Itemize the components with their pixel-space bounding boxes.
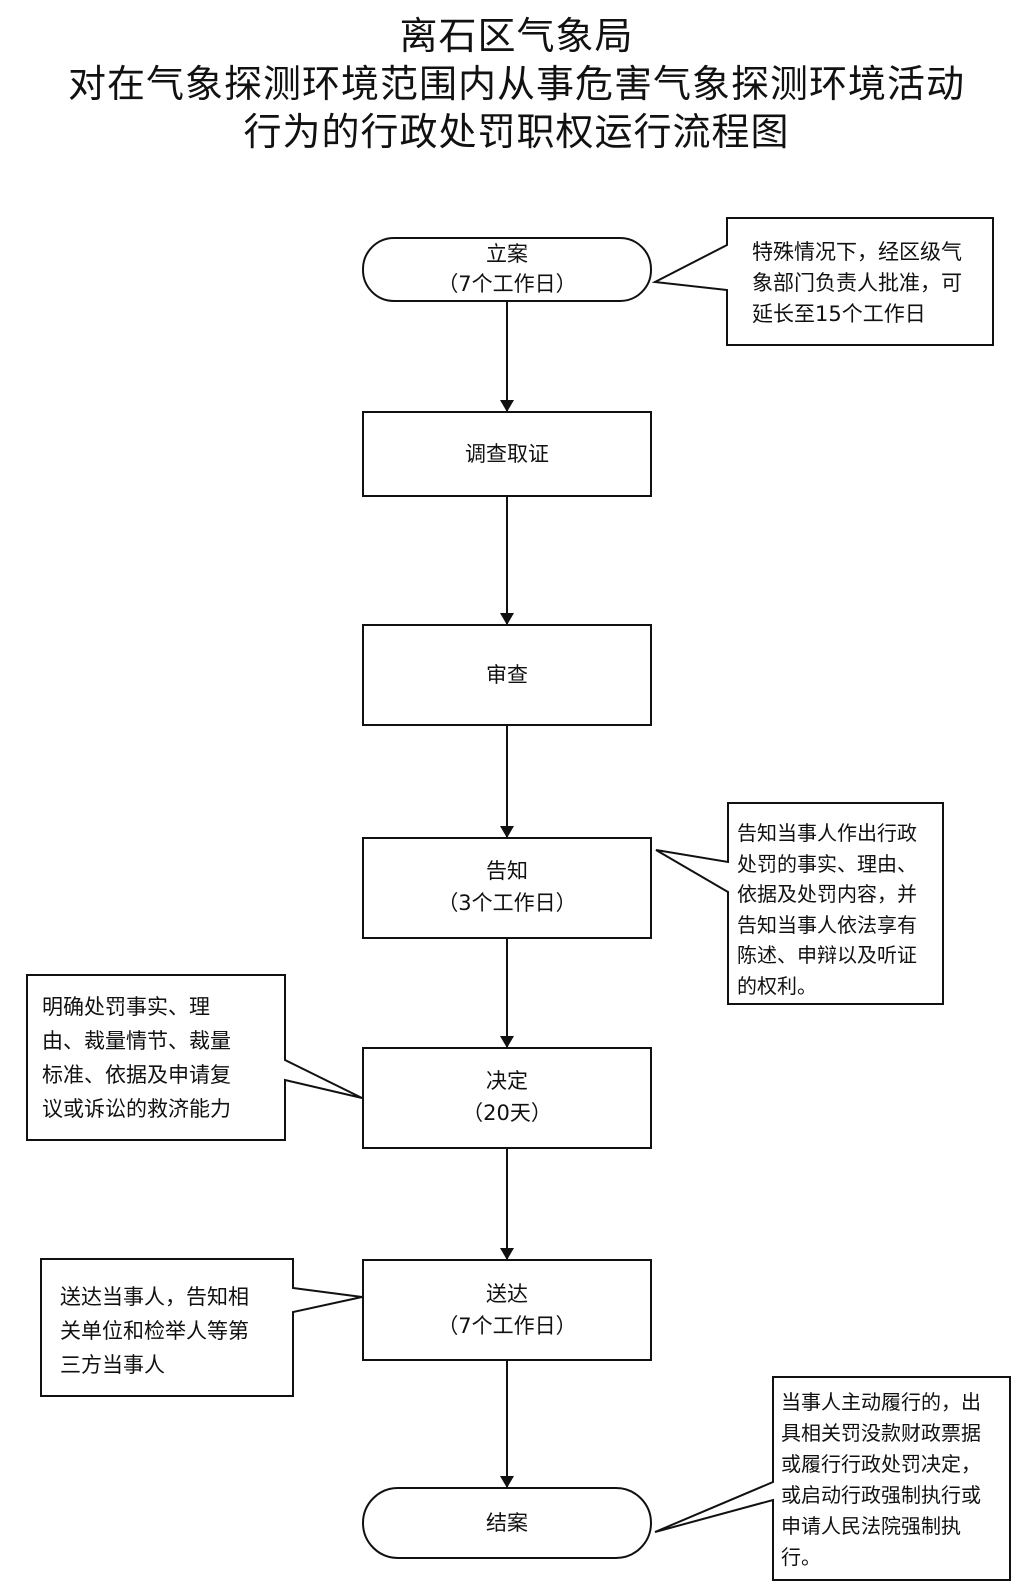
node-filing-label: 立案: [486, 242, 528, 266]
callout-line: 由、裁量情节、裁量: [42, 1029, 231, 1053]
callout-line: 三方当事人: [60, 1353, 165, 1377]
node-decision-shape: [362, 1047, 652, 1149]
node-review-label: 审查: [486, 663, 528, 687]
callout-decision-shape: [26, 974, 363, 1141]
title-line-2: 对在气象探测环境范围内从事危害气象探测环境活动: [67, 62, 965, 106]
callout-filing-shape: [651, 217, 994, 346]
node-filing-time: （7个工作日）: [437, 272, 577, 296]
callout-filing: 特殊情况下，经区级气 象部门负责人批准，可 延长至15个工作日: [752, 237, 984, 330]
callout-line: 具相关罚没款财政票据: [781, 1421, 981, 1445]
callout-delivery: 送达当事人，告知相 关单位和检举人等第 三方当事人: [60, 1280, 290, 1382]
node-notice-label: 告知: [486, 859, 528, 883]
callout-closing: 当事人主动履行的，出 具相关罚没款财政票据 或履行行政处罚决定， 或启动行政强制…: [781, 1387, 1007, 1573]
node-notice: 告知 （3个工作日）: [363, 855, 651, 919]
node-review: 审查: [363, 659, 651, 691]
callout-line: 延长至15个工作日: [752, 302, 926, 326]
callout-line: 的权利。: [737, 973, 817, 998]
callout-line: 明确处罚事实、理: [42, 995, 210, 1019]
callout-line: 处罚的事实、理由、: [737, 851, 917, 876]
callout-notice: 告知当事人作出行政 处罚的事实、理由、 依据及处罚内容，并 告知当事人依法享有 …: [737, 818, 939, 1001]
node-filing: 立案 （7个工作日）: [363, 239, 651, 299]
callout-line: 关单位和检举人等第: [60, 1319, 249, 1343]
node-delivery: 送达 （7个工作日）: [363, 1278, 651, 1342]
callout-line: 当事人主动履行的，出: [781, 1390, 981, 1414]
callout-line: 特殊情况下，经区级气: [752, 240, 962, 264]
callout-line: 象部门负责人批准，可: [752, 271, 962, 295]
callout-line: 依据及处罚内容，并: [737, 882, 917, 906]
callout-line: 陈述、申辩以及听证: [737, 943, 917, 967]
callout-line: 行。: [781, 1545, 821, 1569]
callout-line: 申请人民法院强制执: [781, 1514, 961, 1538]
callout-notice-shape: [655, 802, 944, 1005]
callout-line: 标准、依据及申请复: [42, 1063, 231, 1087]
node-investigation-label: 调查取证: [465, 442, 549, 466]
node-closing-label: 结案: [486, 1511, 528, 1535]
callout-decision: 明确处罚事实、理 由、裁量情节、裁量 标准、依据及申请复 议或诉讼的救济能力: [42, 990, 278, 1126]
node-decision-label: 决定: [486, 1069, 528, 1093]
node-decision: 决定 （20天）: [363, 1065, 651, 1129]
node-delivery-time: （7个工作日）: [437, 1314, 577, 1338]
node-delivery-label: 送达: [486, 1282, 528, 1306]
node-closing: 结案: [363, 1507, 651, 1539]
node-closing-shape: [362, 1487, 652, 1559]
callout-delivery-shape: [40, 1258, 363, 1397]
node-investigation-shape: [362, 411, 652, 497]
callout-line: 议或诉讼的救济能力: [42, 1097, 231, 1121]
node-notice-shape: [362, 837, 652, 939]
node-investigation: 调查取证: [363, 438, 651, 470]
node-notice-time: （3个工作日）: [437, 891, 577, 915]
callout-line: 告知当事人作出行政: [737, 821, 917, 845]
callout-line: 或履行行政处罚决定，: [781, 1452, 981, 1476]
title-line-3: 行为的行政处罚职权运行流程图: [243, 110, 790, 154]
callout-closing-shape: [654, 1376, 1011, 1581]
callout-line: 送达当事人，告知相: [60, 1285, 249, 1309]
callout-line: 或启动行政强制执行或: [781, 1483, 981, 1507]
node-decision-time: （20天）: [462, 1101, 552, 1125]
title-line-1: 离石区气象局: [399, 14, 634, 58]
node-review-shape: [362, 624, 652, 726]
callout-line: 告知当事人依法享有: [737, 912, 917, 937]
